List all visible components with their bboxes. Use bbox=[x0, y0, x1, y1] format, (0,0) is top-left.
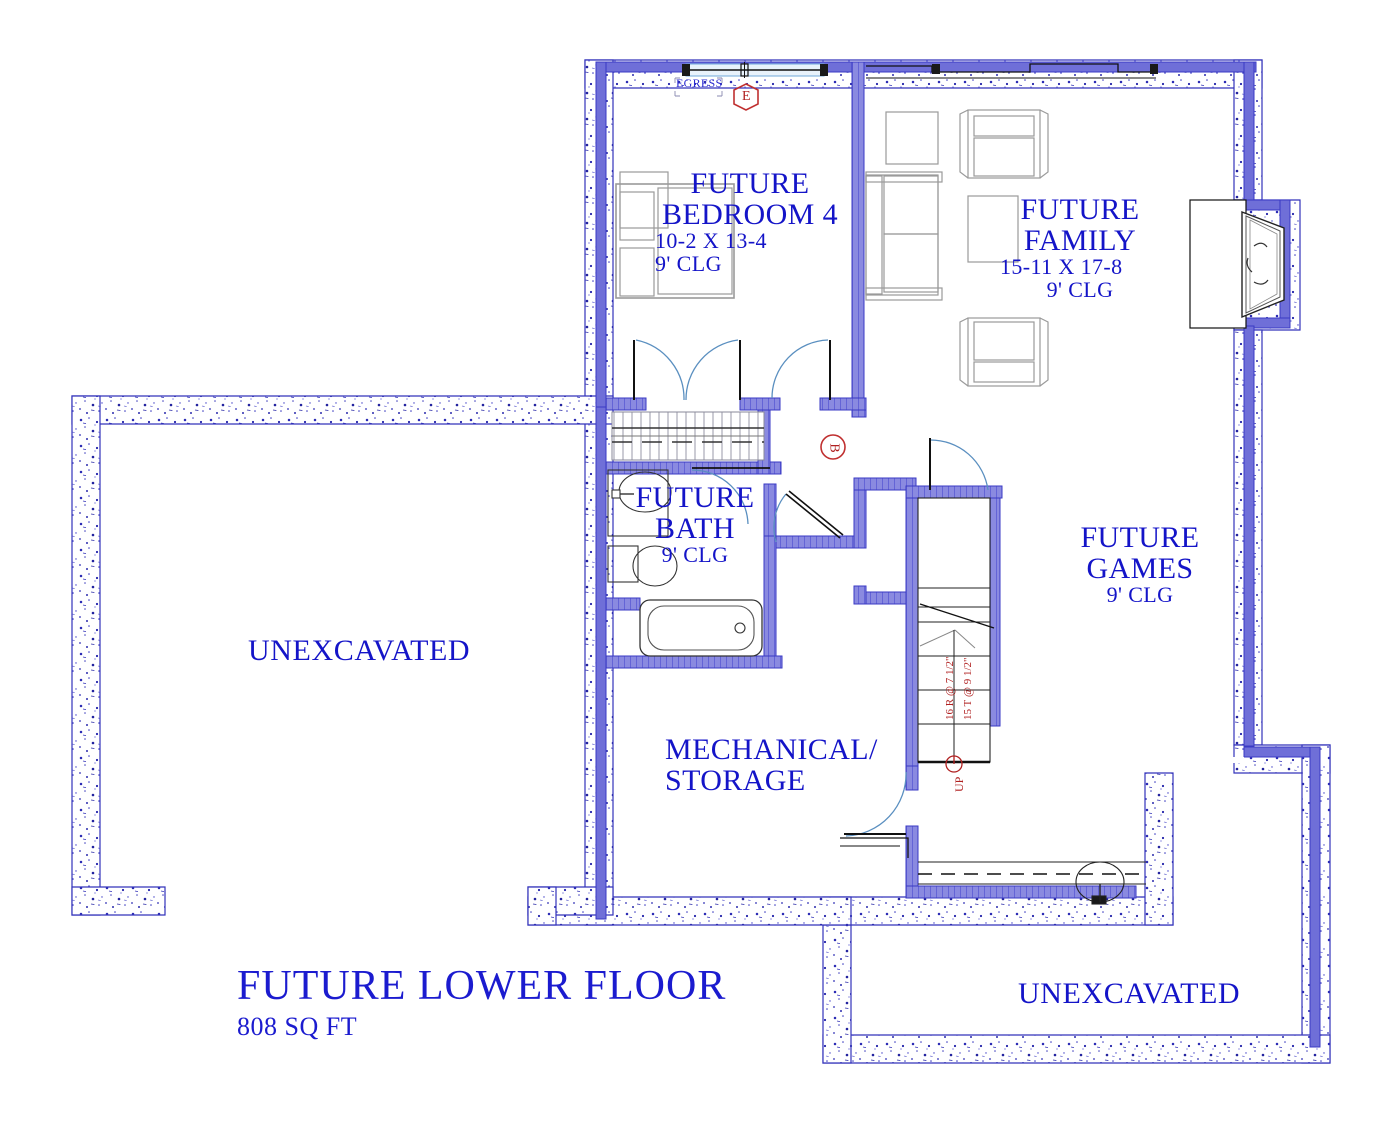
staircase bbox=[917, 497, 995, 773]
egress-window bbox=[674, 62, 828, 97]
plan-title-block: FUTURE LOWER FLOOR 808 SQ FT bbox=[237, 962, 726, 1042]
mechanical-equipment bbox=[840, 837, 1146, 905]
door-swings bbox=[633, 339, 989, 837]
marker-b-label: B bbox=[826, 443, 842, 453]
family-furniture bbox=[865, 109, 1049, 387]
bath-fixtures bbox=[607, 469, 763, 657]
stair-treads-label: 15 T @ 9 1/2" bbox=[962, 657, 974, 721]
label-unexcavated-right: UNEXCAVATED bbox=[1018, 977, 1241, 1010]
fireplace bbox=[1189, 199, 1285, 329]
family-window bbox=[866, 63, 1158, 79]
page-title: FUTURE LOWER FLOOR bbox=[237, 963, 727, 1009]
plan-markers bbox=[733, 83, 846, 460]
label-unexcavated-left: UNEXCAVATED bbox=[248, 634, 471, 667]
closet bbox=[611, 411, 765, 461]
stair-risers-label: 16 R @ 7 1/2" bbox=[944, 656, 956, 720]
stair-up-label: UP bbox=[952, 776, 966, 792]
plan-area: 808 SQ FT bbox=[237, 1012, 358, 1041]
marker-e-label: E bbox=[742, 89, 751, 104]
foundation-walls bbox=[71, 59, 1331, 1064]
egress-label: EGRESS bbox=[676, 76, 723, 90]
interior-walls bbox=[595, 61, 1321, 1048]
bedroom-furniture bbox=[615, 171, 735, 299]
